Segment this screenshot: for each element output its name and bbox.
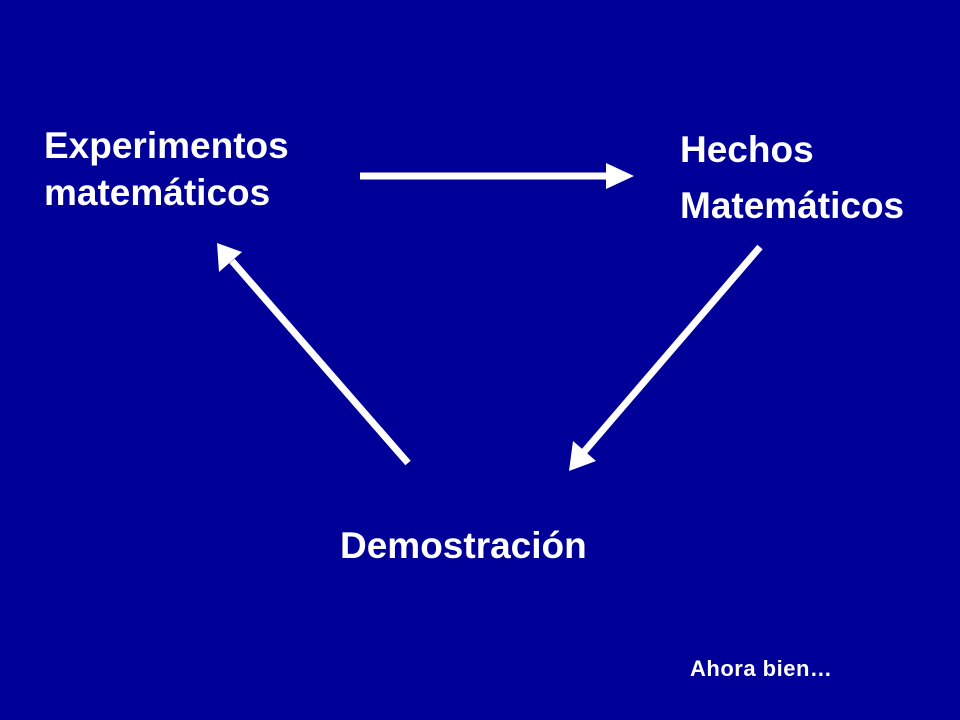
arrow-experimentos-to-hechos [360,163,634,189]
node-hechos-line1: Hechos [680,129,814,170]
node-hechos-line2: Matemáticos [680,185,905,226]
node-demostracion: Demostración [340,522,587,569]
footer-note: Ahora bien… [690,656,833,681]
node-hechos-matematicos: Hechos Matemáticos [680,122,904,234]
arrow-demostracion-to-experimentos [217,243,411,466]
node-experimentos-matematicos: Experimentos matemáticos [44,122,289,216]
node-demostracion-line1: Demostración [340,525,587,566]
arrow-hechos-to-demostracion [569,244,763,471]
node-experimentos-line1: Experimentos [44,125,289,166]
node-experimentos-line2: matemáticos [44,172,271,213]
